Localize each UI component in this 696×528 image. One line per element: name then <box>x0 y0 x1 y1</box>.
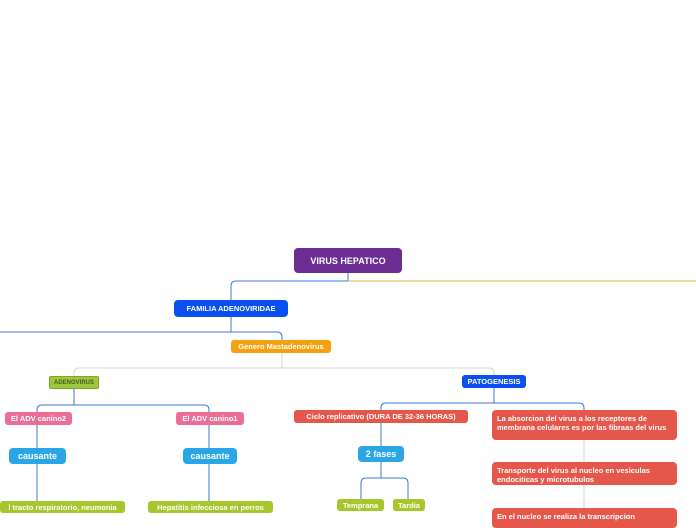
root-node-virus-hepatico[interactable]: VIRUS HEPATICO <box>294 248 402 273</box>
node-temprana[interactable]: Temprana <box>337 499 384 511</box>
node-causante-right[interactable]: causante <box>183 448 237 464</box>
node-adv-canino2[interactable]: El ADV canino2 <box>5 412 72 425</box>
link-adenovirus-children <box>36 389 210 412</box>
node-ciclo-replicativo[interactable]: Ciclo replicativo (DURA DE 32-36 HORAS) <box>294 410 468 423</box>
link-familia-genero <box>231 331 283 340</box>
node-genero-mastadenovirus[interactable]: Genero Mastadenovirus <box>231 340 331 353</box>
link-root-familia <box>230 273 349 300</box>
node-causante-left[interactable]: causante <box>9 448 66 464</box>
node-transporte-virus[interactable]: Transporte del virus al nucleo en vesicu… <box>492 462 677 485</box>
node-patogenesis[interactable]: PATOGENESIS <box>462 375 526 388</box>
link-patogenesis-children <box>380 388 585 410</box>
node-hepatitis-infecciosa[interactable]: Hepatitis infecciosa en perros <box>148 501 273 513</box>
node-familia-adenoviridae[interactable]: FAMILIA ADENOVIRIDAE <box>174 300 288 317</box>
node-nucleo-transcripcion[interactable]: En el nucleo se realiza la transcripcion <box>492 508 677 528</box>
node-tracto-respiratorio[interactable]: l tracto respiratorio, neumonia <box>0 501 125 513</box>
node-adv-canino1[interactable]: El ADV canino1 <box>176 412 244 425</box>
node-adenovirus[interactable]: ADENOVIRUS <box>49 376 99 389</box>
node-2-fases[interactable]: 2 fases <box>358 446 404 462</box>
node-absorcion-virus[interactable]: La absorcion del virus a los receptores … <box>492 410 677 440</box>
node-tardia[interactable]: Tardia <box>393 499 425 511</box>
link-familia-left <box>0 317 232 333</box>
link-fases-children <box>360 461 409 499</box>
link-genero-branches <box>73 353 495 376</box>
